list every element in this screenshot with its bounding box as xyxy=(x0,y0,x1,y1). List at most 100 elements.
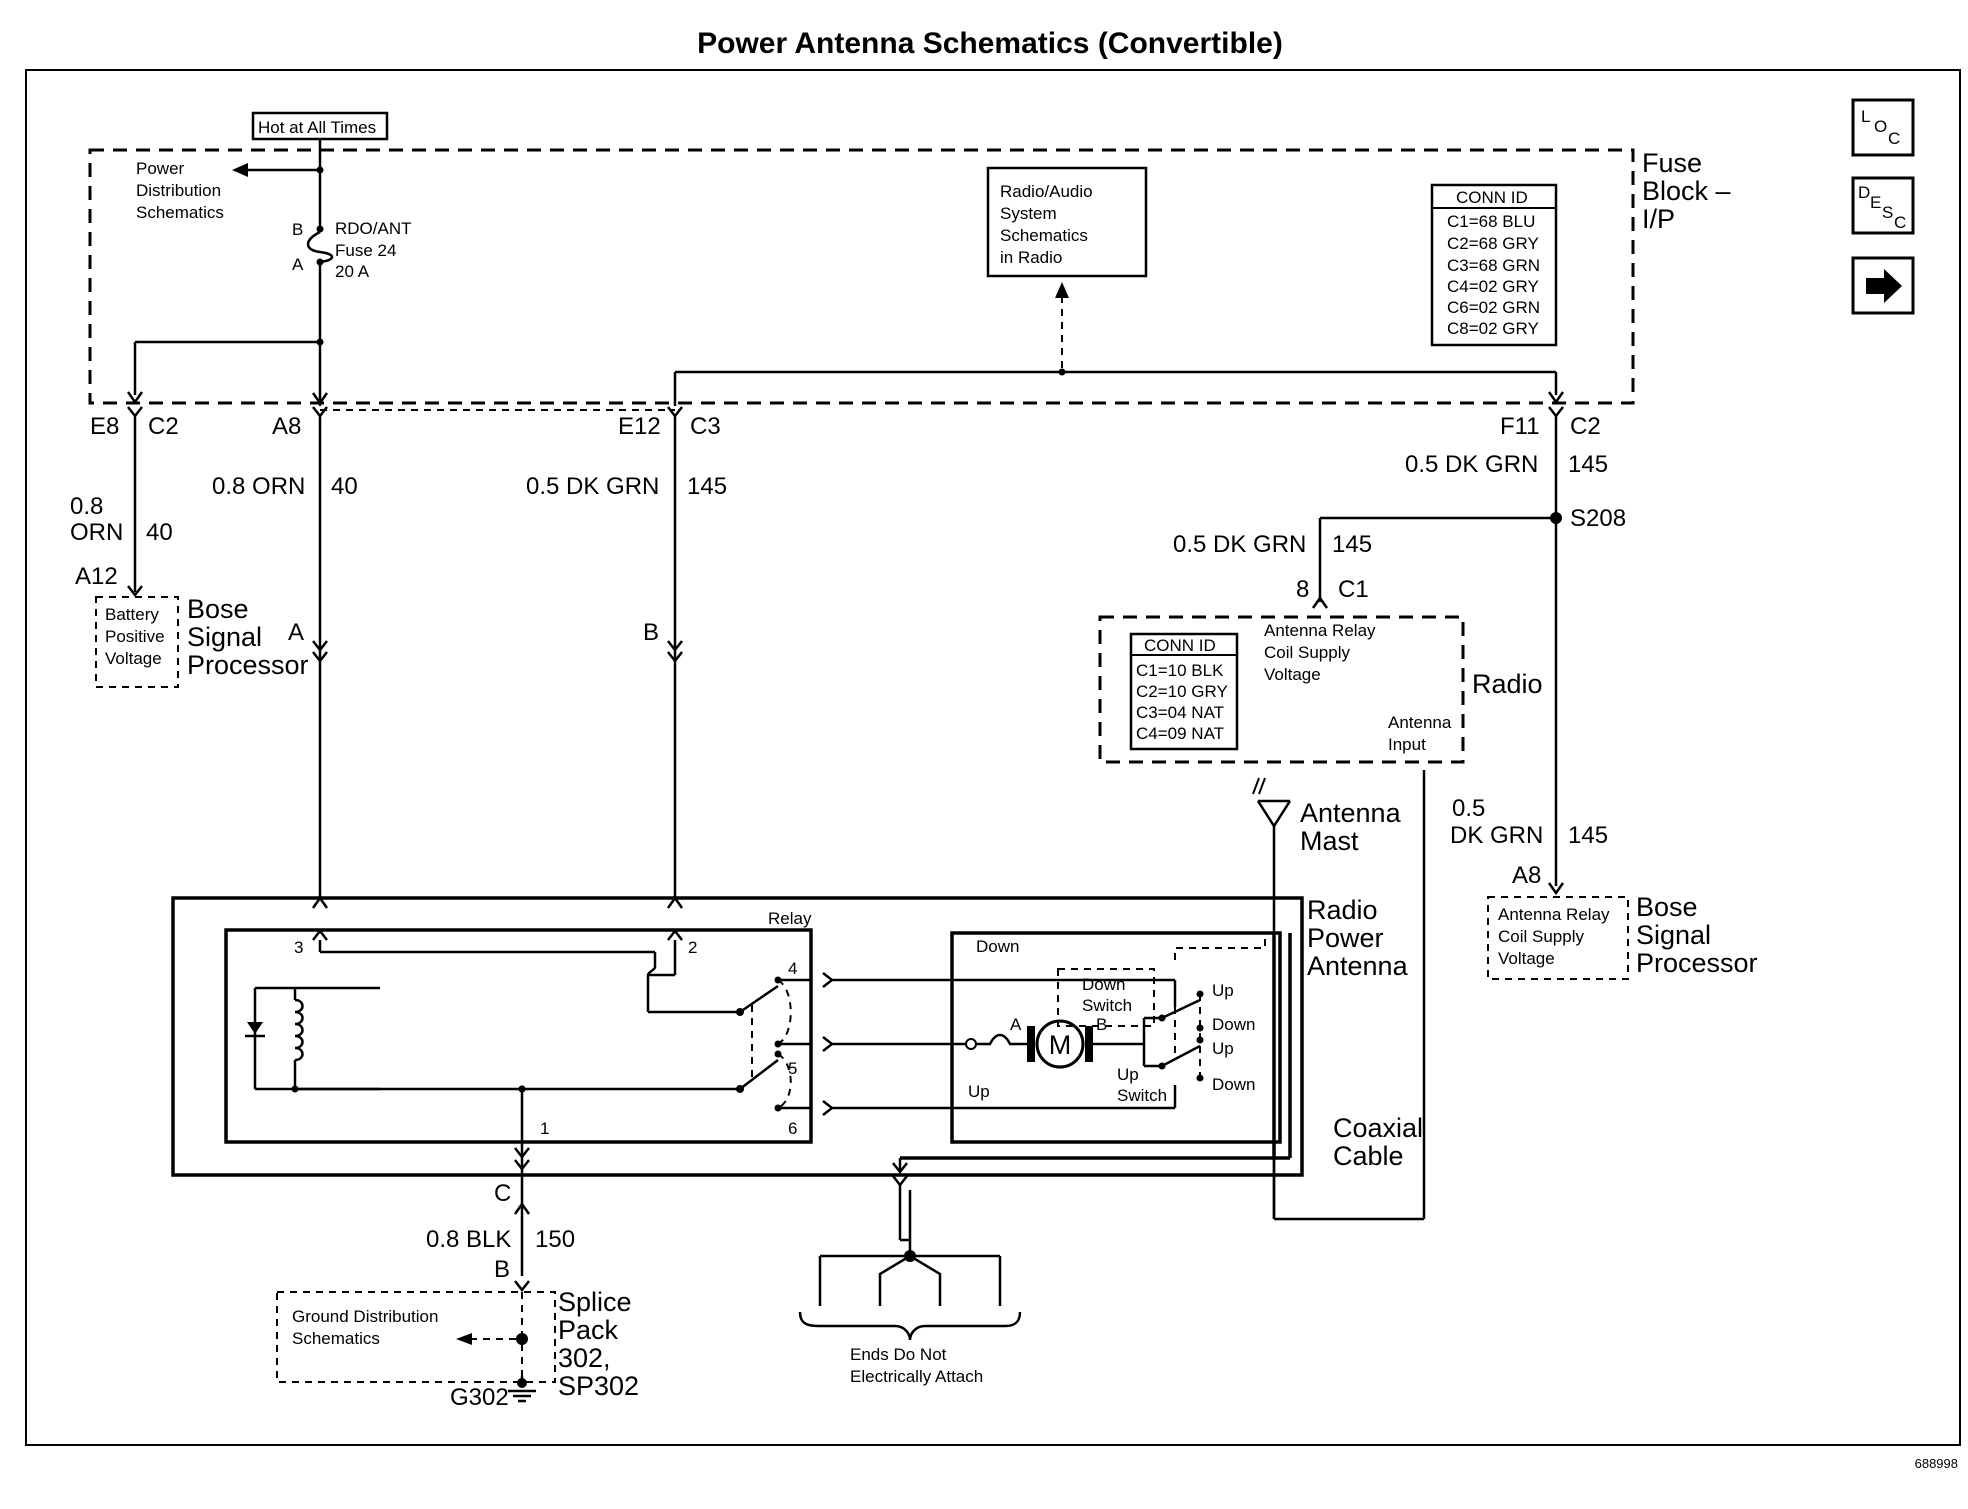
svg-text:A8: A8 xyxy=(272,413,301,440)
svg-text:in Radio: in Radio xyxy=(1000,248,1062,267)
svg-text:302,: 302, xyxy=(558,1343,611,1373)
ground-distribution-box xyxy=(276,1291,556,1383)
bose-right-name: Bose Signal Processor xyxy=(1636,892,1758,978)
relay-motor-connectors xyxy=(822,972,835,1116)
svg-text:I/P: I/P xyxy=(1642,204,1675,234)
svg-text:Positive: Positive xyxy=(105,627,165,646)
coax-cable-label: Coaxial Cable xyxy=(1333,1113,1423,1171)
fuse-24: B A RDO/ANT Fuse 24 20 A xyxy=(292,219,412,281)
relay-pin-2: 2 xyxy=(688,938,697,957)
radio-audio-ref-text: Radio/Audio System Schematics in Radio xyxy=(1000,182,1093,267)
desc-button[interactable]: D E S C xyxy=(1851,176,1915,235)
radio-conn-id-table: CONN ID C1=10 BLK C2=10 GRY C3=04 NAT C4… xyxy=(1129,632,1239,751)
svg-text:Voltage: Voltage xyxy=(105,649,162,668)
svg-text:Distribution: Distribution xyxy=(136,181,221,200)
antenna-mast-label: Antenna Mast xyxy=(1300,798,1402,856)
svg-text:C2: C2 xyxy=(148,413,179,440)
figure-id: 688998 xyxy=(1915,1456,1958,1471)
wire-dkgrn-radio: 0.5 DK GRN xyxy=(1173,531,1306,558)
svg-text:F11: F11 xyxy=(1500,413,1540,440)
radio-box xyxy=(1098,615,1465,764)
connector-labels-top: E8 C2 A8 E12 C3 F11 C2 xyxy=(90,413,1601,440)
svg-text:CONN ID: CONN ID xyxy=(1144,636,1216,655)
svg-text:Coaxial: Coaxial xyxy=(1333,1113,1423,1143)
svg-text:Down: Down xyxy=(1212,1015,1255,1034)
wire-blk: 0.8 BLK xyxy=(426,1226,511,1253)
svg-text:Coil Supply: Coil Supply xyxy=(1264,643,1350,662)
motor-box xyxy=(950,931,1282,1144)
next-arrow-button[interactable] xyxy=(1851,256,1915,315)
svg-text:Down: Down xyxy=(1212,1075,1255,1094)
wire-orn40-mid: 0.8 ORN xyxy=(212,473,305,500)
svg-text:Bose: Bose xyxy=(1636,892,1698,922)
svg-text:Battery: Battery xyxy=(105,605,159,624)
svg-text:System: System xyxy=(1000,204,1057,223)
svg-text:Splice: Splice xyxy=(558,1287,632,1317)
svg-text:Signal: Signal xyxy=(187,622,262,652)
wire-orn40-left-size: 0.8 xyxy=(70,493,103,520)
bose-left-box-text: Battery Positive Voltage xyxy=(105,605,165,668)
bose-left-box xyxy=(95,596,179,688)
svg-text:Schematics: Schematics xyxy=(292,1329,380,1348)
svg-text:D: D xyxy=(1858,183,1870,202)
splice-s208: S208 xyxy=(1570,505,1626,532)
svg-text:145: 145 xyxy=(1568,822,1608,849)
up-switch-label: Up Switch xyxy=(1117,1065,1167,1105)
fuse-block-outline xyxy=(88,148,1635,405)
svg-text:Electrically Attach: Electrically Attach xyxy=(850,1367,983,1386)
relay-pin-5: 5 xyxy=(788,1059,797,1078)
motor-up-label: Up xyxy=(968,1082,990,1101)
svg-text:Schematics: Schematics xyxy=(136,203,224,222)
ground-symbol-icon xyxy=(508,1378,536,1403)
svg-text:Antenna Relay: Antenna Relay xyxy=(1498,905,1610,924)
arrow-up-icon xyxy=(1055,282,1069,298)
svg-text:Ground Distribution: Ground Distribution xyxy=(292,1307,438,1326)
wire-dkgrn-right-num: 145 xyxy=(1568,451,1608,478)
radio-conn-c1: C1 xyxy=(1338,576,1369,603)
svg-text:Antenna: Antenna xyxy=(1300,798,1402,828)
svg-text:C4=02 GRY: C4=02 GRY xyxy=(1447,277,1539,296)
relay-switch-upper xyxy=(736,976,792,1048)
motor-m-label: M xyxy=(1049,1030,1072,1060)
page-title: Power Antenna Schematics (Convertible) xyxy=(697,27,1283,60)
svg-text:O: O xyxy=(1874,117,1887,136)
svg-text:E8: E8 xyxy=(90,413,119,440)
connector-a8-bose: A8 xyxy=(1512,862,1541,889)
svg-text:Bose: Bose xyxy=(187,594,249,624)
svg-text:C3=68 GRN: C3=68 GRN xyxy=(1447,256,1540,275)
fuse-block-name: Fuse Block – I/P xyxy=(1642,148,1731,234)
hot-at-all-times-box xyxy=(251,111,389,141)
svg-text:Fuse 24: Fuse 24 xyxy=(335,241,396,260)
svg-text:C3: C3 xyxy=(690,413,721,440)
svg-text:C6=02 GRN: C6=02 GRN xyxy=(1447,298,1540,317)
power-distribution-ref: Power Distribution Schematics xyxy=(136,159,224,222)
svg-text:Switch: Switch xyxy=(1117,1086,1167,1105)
fuse-block-conn-id-table: CONN ID C1=68 BLU C2=68 GRY C3=68 GRN C4… xyxy=(1430,183,1558,347)
wire-dkgrn-mid: 0.5 DK GRN xyxy=(526,473,659,500)
svg-text:Up: Up xyxy=(1212,1039,1234,1058)
svg-text:C: C xyxy=(1888,129,1900,148)
svg-text:Antenna Relay: Antenna Relay xyxy=(1264,621,1376,640)
wire-orn40-mid-num: 40 xyxy=(331,473,358,500)
svg-text:Signal: Signal xyxy=(1636,920,1711,950)
ground-conn-b: B xyxy=(494,1256,510,1283)
svg-text:C3=04 NAT: C3=04 NAT xyxy=(1136,703,1224,722)
radio-pin-8: 8 xyxy=(1296,576,1309,603)
svg-text:Switch: Switch xyxy=(1082,996,1132,1015)
svg-text:Coil Supply: Coil Supply xyxy=(1498,927,1584,946)
ends-bracket xyxy=(798,1254,1022,1341)
svg-text:B: B xyxy=(292,220,303,239)
loc-button[interactable]: L O C xyxy=(1851,98,1915,157)
radio-antenna-input-label: Antenna Input xyxy=(1388,713,1452,754)
radio-name: Radio xyxy=(1472,669,1543,699)
svg-text:RDO/ANT: RDO/ANT xyxy=(335,219,412,238)
right-arrow-icon xyxy=(1866,269,1902,303)
svg-text:A: A xyxy=(1010,1015,1022,1034)
svg-text:Up: Up xyxy=(1212,981,1234,1000)
bose-right-box-text: Antenna Relay Coil Supply Voltage xyxy=(1498,905,1610,968)
svg-text:20 A: 20 A xyxy=(335,262,370,281)
limit-switch-labels: Up Down Up Down xyxy=(1212,981,1255,1094)
bose-left-name: Bose Signal Processor xyxy=(187,594,309,680)
